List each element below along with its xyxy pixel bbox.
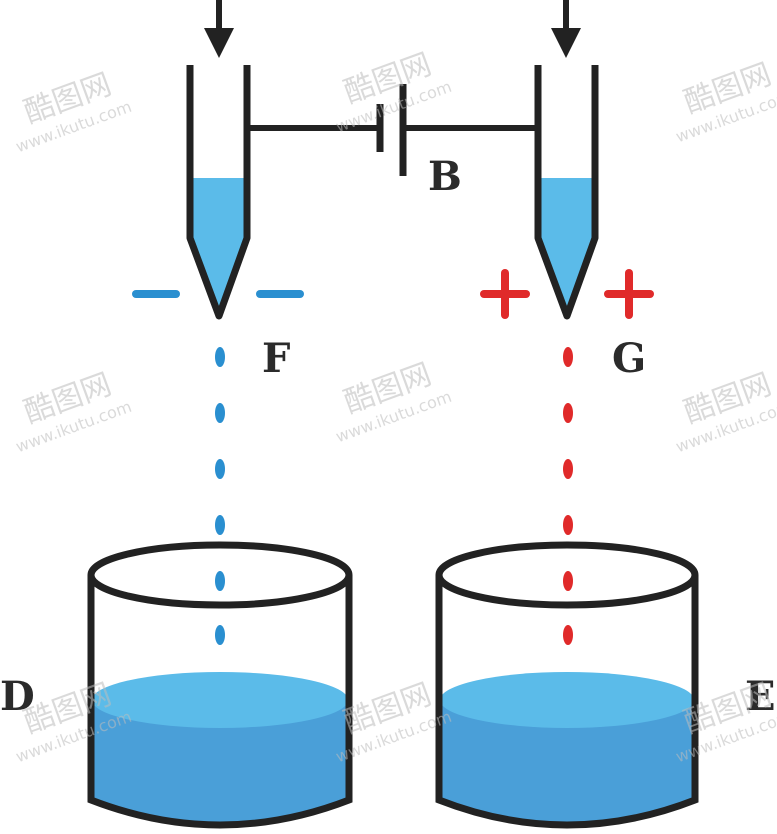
right-input-arrow <box>551 0 581 58</box>
left-beaker-label: D <box>0 673 35 720</box>
right-tip-label: G <box>612 335 646 382</box>
left-input-arrow <box>204 0 234 58</box>
right-syringe <box>534 65 599 320</box>
left-syringe <box>186 65 251 320</box>
battery-symbol <box>376 84 407 176</box>
positive-charge-signs <box>480 269 654 319</box>
right-droplet-stream <box>563 347 573 645</box>
right-beaker <box>435 541 699 829</box>
left-tip-label: F <box>262 335 290 382</box>
left-droplet-stream <box>215 347 225 645</box>
watermark: 酷图网 www.ikutu.com 酷图网 www.ikutu.com 酷图网 … <box>13 47 777 766</box>
left-beaker <box>87 541 353 829</box>
battery-label: B <box>428 153 462 200</box>
right-beaker-label: E <box>745 673 776 720</box>
